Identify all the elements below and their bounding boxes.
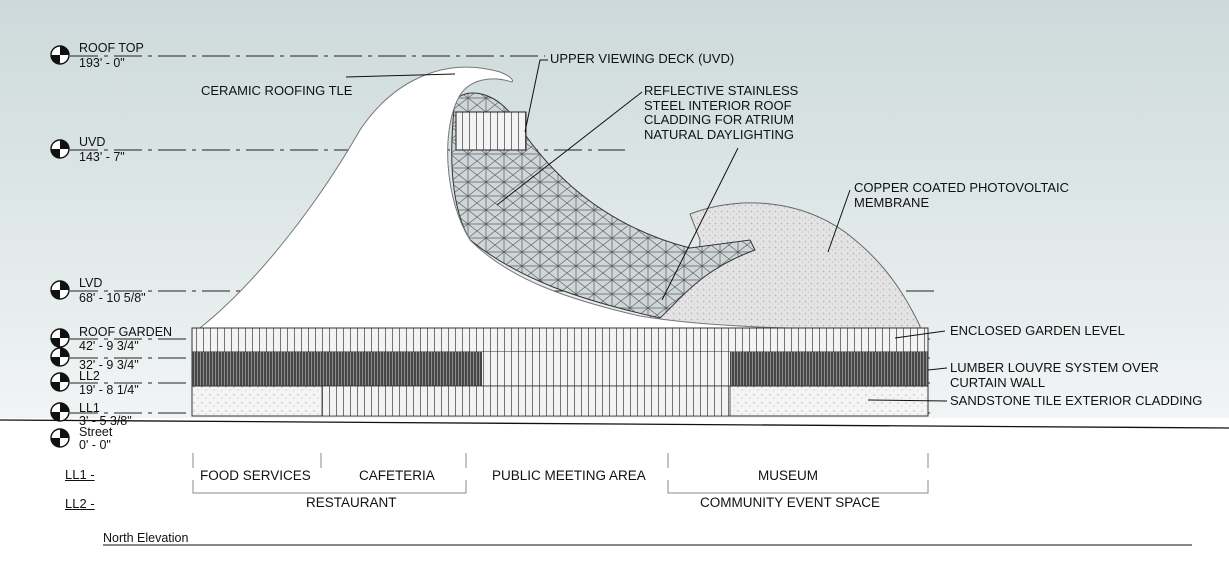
zone-museum: MUSEUM	[758, 468, 818, 483]
leader-lines	[345, 59, 948, 402]
level-name-lvd: LVD	[79, 276, 103, 290]
callout-line: STEEL INTERIOR ROOF	[644, 97, 792, 113]
ll2-community-bracket	[667, 480, 929, 494]
callout-line: NATURAL DAYLIGHTING	[644, 126, 795, 142]
level-marker-icon	[50, 428, 70, 448]
level-marker-icon	[50, 280, 70, 300]
callout-reflective-steel: REFLECTIVE STAINLESS STEEL INTERIOR ROOF…	[644, 83, 799, 142]
callout-line: COPPER COATED PHOTOVOLTAIC	[854, 180, 1070, 195]
leader-sandstone	[867, 399, 948, 402]
level-marker-icon	[50, 139, 70, 159]
zone-public-meeting-area: PUBLIC MEETING AREA	[492, 468, 646, 483]
ll2-restaurant-bracket	[192, 480, 467, 494]
zone-community-event-space: COMMUNITY EVENT SPACE	[700, 495, 881, 510]
callout-line: REFLECTIVE STAINLESS	[644, 83, 799, 98]
level-elevation-ll1: 3' - 5 3/8"	[79, 414, 132, 428]
callout-enclosed-garden: ENCLOSED GARDEN LEVEL	[950, 323, 1125, 338]
level-elevation-roof-top: 193' - 0"	[79, 56, 125, 70]
level-name-roof-top: ROOF TOP	[79, 41, 144, 55]
callout-lumber-louvre: LUMBER LOUVRE SYSTEM OVER CURTAIN WALL	[950, 360, 1159, 390]
upper-viewing-deck	[455, 111, 527, 151]
callout-line: CLADDING FOR ATRIUM	[644, 112, 794, 127]
ground-line	[0, 419, 1229, 429]
leader-reflective-1	[496, 91, 643, 206]
level-name-ll2: LL2	[79, 369, 100, 383]
louvre-center-glazing	[482, 352, 730, 386]
leader-louvre	[927, 367, 948, 371]
callout-line: LUMBER LOUVRE SYSTEM OVER	[950, 360, 1159, 375]
level-marker-icon	[50, 402, 70, 422]
zone-food-services: FOOD SERVICES	[200, 468, 311, 483]
callout-line: MEMBRANE	[854, 194, 930, 210]
level-marker-icon	[50, 45, 70, 65]
level-name-roof-garden: ROOF GARDEN	[79, 325, 173, 339]
level-name-uvd: UVD	[79, 135, 106, 149]
level-elevation-ll2: 19' - 8 1/4"	[79, 383, 139, 397]
ll1-ticks	[192, 453, 929, 468]
level-elevation-street: 0' - 0"	[79, 438, 111, 452]
level-marker-icon	[50, 328, 70, 348]
leader-garden	[894, 330, 946, 339]
ground-background	[0, 418, 1229, 580]
level-marker-icon	[50, 347, 70, 367]
leader-reflective-2	[661, 147, 739, 301]
zone-brackets	[192, 453, 929, 494]
callout-sandstone: SANDSTONE TILE EXTERIOR CLADDING	[950, 393, 1203, 408]
drawing-caption: North Elevation	[103, 531, 189, 545]
level-elevation-32ft: 32' - 9 3/4"	[79, 358, 139, 372]
leader-ceramic	[345, 73, 456, 78]
row-label-ll1: LL1 -	[65, 467, 95, 482]
callout-upper-viewing-deck: UPPER VIEWING DECK (UVD)	[550, 51, 735, 66]
leader-copper	[827, 189, 851, 253]
level-marker-icon	[50, 372, 70, 392]
ceramic-roof-wave	[199, 66, 881, 331]
zone-restaurant: RESTAURANT	[306, 495, 397, 510]
louvre-east	[730, 352, 928, 386]
garden-level-curtain-wall	[191, 327, 929, 353]
level-name-ll1: LL1	[79, 401, 100, 415]
callout-copper-membrane: COPPER COATED PHOTOVOLTAIC MEMBRANE	[854, 180, 1070, 210]
zone-cafeteria: CAFETERIA	[359, 468, 435, 483]
row-label-ll2: LL2 -	[65, 496, 95, 511]
level-elevation-roof-garden: 42' - 9 3/4"	[79, 339, 139, 353]
level-name-street: Street	[79, 425, 113, 439]
ground-curtain-wall	[321, 385, 731, 417]
level-elevation-uvd: 143' - 7"	[79, 150, 125, 164]
callout-line: CURTAIN WALL	[950, 374, 1046, 390]
leader-uvd	[524, 59, 548, 133]
level-elevation-lvd: 68' - 10 5/8"	[79, 291, 146, 305]
louvre-west	[192, 352, 482, 386]
callout-ceramic-roof: CERAMIC ROOFING TLE	[201, 83, 353, 98]
